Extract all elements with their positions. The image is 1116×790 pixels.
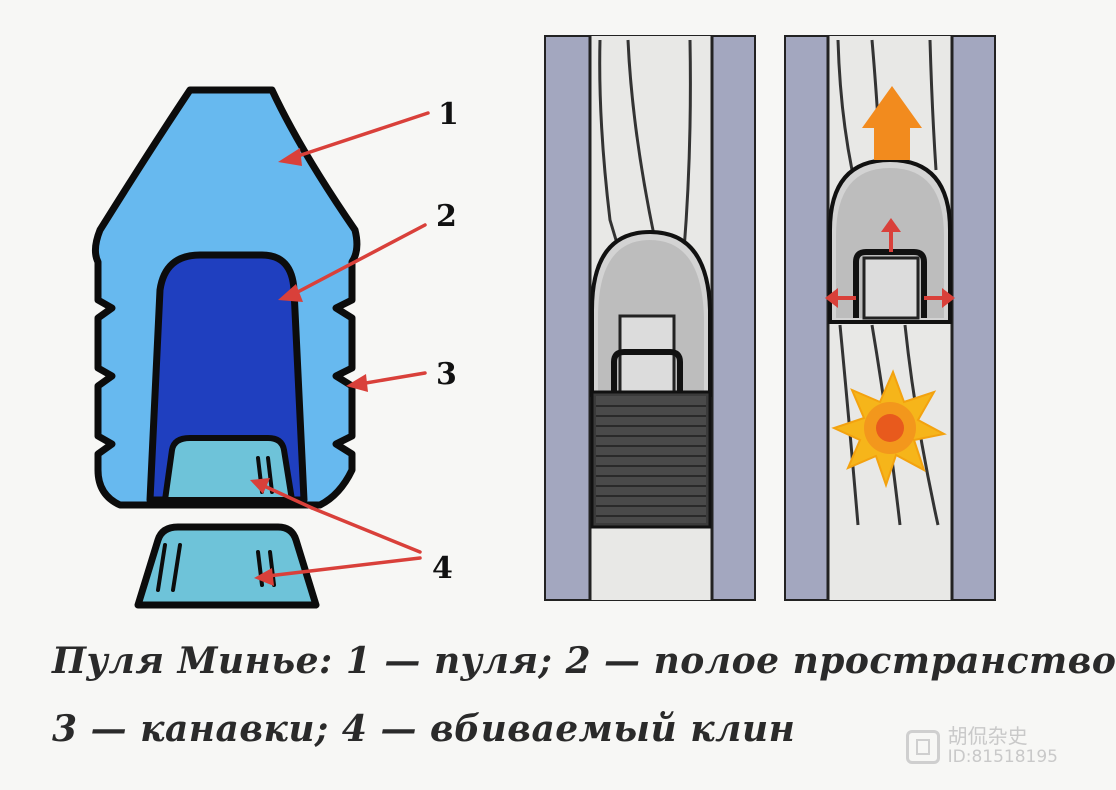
barrel-at-firing xyxy=(784,35,996,601)
minie-ball-diagram: 1 2 3 4 xyxy=(91,35,996,609)
label-3-grooves: 3 xyxy=(436,357,457,392)
bullet-cross-section xyxy=(91,86,361,609)
barrel-before-firing xyxy=(544,35,756,601)
explosion-icon xyxy=(831,369,947,489)
caption-line-1: Пуля Минье: 1 — пуля; 2 — полое простран… xyxy=(52,640,1116,682)
watermark-id: ID:81518195 xyxy=(947,747,1058,768)
caption-line-2: 3 — канавки; 4 — вбиваемый клин xyxy=(52,708,796,750)
watermark-logo-icon xyxy=(905,729,940,764)
thrust-arrow xyxy=(862,86,922,160)
label-1-bullet: 1 xyxy=(438,97,459,132)
watermark-name: 胡侃杂史 xyxy=(947,724,1028,749)
callout-arrows xyxy=(250,111,430,586)
watermark: 胡侃杂史 ID:81518195 xyxy=(905,724,1058,768)
wedge-separate xyxy=(134,523,320,609)
label-4-wedge: 4 xyxy=(432,551,453,586)
expansion-arrows xyxy=(825,218,955,308)
label-2-hollow-space: 2 xyxy=(436,199,457,234)
